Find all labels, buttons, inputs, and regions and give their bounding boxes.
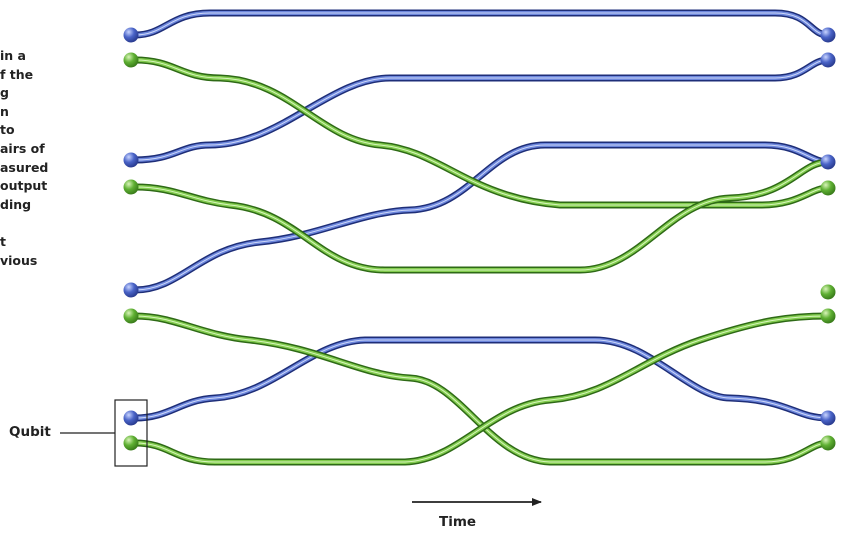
blue-qubit-ball [820,154,836,170]
blue-qubit-ball [820,52,836,68]
blue-qubit-ball [820,410,836,426]
caption-line: to [0,122,15,137]
green-strand-1 [131,56,832,209]
green-qubit-ball [820,180,836,196]
caption-line: f the [0,67,34,82]
caption-line: asured [0,160,49,175]
green-qubit-ball [820,435,836,451]
green-qubit-ball [820,308,836,324]
caption-line: g [0,85,9,100]
green-strand-3 [131,312,832,466]
caption-line: t [0,234,6,249]
caption-line: vious [0,253,38,268]
blue-strand-4 [131,336,832,422]
blue-qubit-ball [820,27,836,43]
green-qubit-ball [123,179,139,195]
blue-qubit-ball [123,27,139,43]
green-qubit-ball [123,52,139,68]
caption-line: n [0,104,9,119]
green-strand-4 [131,312,832,466]
caption-line: ding [0,197,32,212]
green-qubit-ball [123,435,139,451]
caption-line: airs of [0,141,45,156]
blue-qubit-ball [123,152,139,168]
qubit-label: Qubit [9,424,51,440]
green-strand-2 [131,158,832,274]
blue-strand-1 [131,9,832,39]
caption-line: output [0,178,48,193]
caption-line: in a [0,48,26,63]
qubit-highlight-box [114,399,148,467]
time-label: Time [439,514,477,530]
blue-qubit-ball [123,410,139,426]
blue-strand-3 [131,141,832,294]
green-qubit-ball [820,284,836,300]
blue-qubit-ball [123,282,139,298]
green-qubit-ball [123,308,139,324]
